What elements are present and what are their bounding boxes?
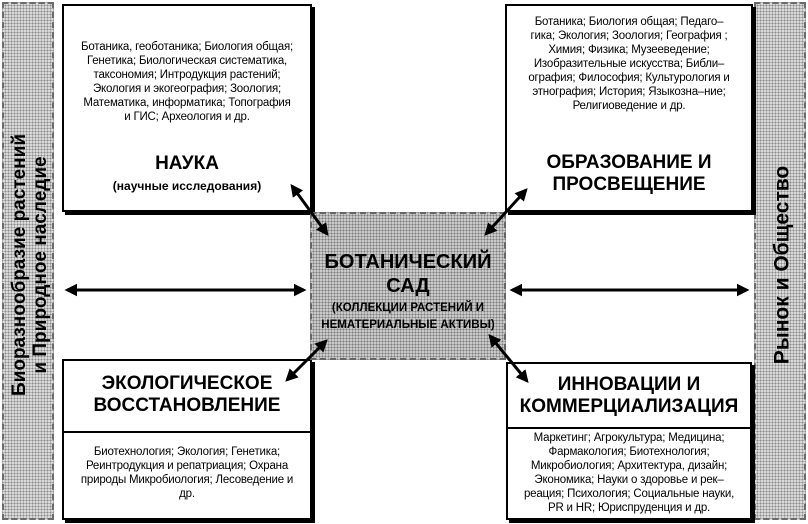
education-title: Образование и Просвещение: [507, 152, 751, 196]
ecology-topic-line: природы Микробиология; Лесоведение и: [80, 474, 294, 486]
market-society-band: Рынок и Общество: [754, 2, 806, 520]
ecology-title-line1: Экологическое: [101, 373, 273, 394]
biodiversity-heritage-band: Биоразнообразие растений и Природное нас…: [2, 2, 54, 520]
science-topic-line: Ботаника, геоботаника; Биология общая;: [81, 41, 293, 53]
innovation-title-line1: Инновации и: [557, 374, 701, 395]
science-title: Наука: [155, 153, 219, 174]
ecology-topics: Биотехнология; Экология; Генетика; Реинт…: [70, 445, 304, 501]
education-topic-line: Изобразительные искусства; Библи–: [533, 58, 725, 70]
innovation-center-arrow: [488, 334, 529, 383]
science-topic-line: Генетика; Биологическая систематика,: [86, 55, 288, 67]
innovation-topic-line: Маркетинг; Агрокультура; Медицина;: [533, 432, 725, 444]
ecology-divider: [64, 431, 310, 433]
education-center-arrow: [484, 188, 528, 236]
innovation-divider: [508, 427, 750, 429]
innovation-title-line2: Коммерциализация: [519, 396, 739, 417]
ecology-title: Экологическое восстановление: [64, 373, 310, 417]
botanical-garden-title: Ботанический сад: [312, 250, 504, 298]
center-subtitle-line2: нематериальные активы): [321, 319, 495, 331]
innovation-topic-line: реация; Психология; Социальные науки,: [523, 488, 735, 500]
ecology-center-arrow: [285, 339, 328, 382]
education-title-line1: Образование и: [546, 152, 712, 173]
ecology-topic-line: др.: [179, 488, 195, 500]
ecology-title-line2: восстановление: [93, 395, 281, 416]
science-box: Ботаника, геоботаника; Биология общая; Г…: [62, 4, 312, 212]
education-topic-line: ография; Философия; Культурология и: [528, 72, 730, 84]
ecological-restoration-box: Экологическое восстановление Биотехнолог…: [62, 359, 312, 520]
education-topic-line: Химия; Физика; Музееведение;: [548, 44, 710, 56]
education-topics: Ботаника; Биология общая; Педаго– гика; …: [511, 15, 747, 113]
innovation-topic-line: Экономика; Науки о здоровье и рек–: [534, 474, 724, 486]
innovation-title: Инновации и Коммерциализация: [508, 374, 750, 418]
innovation-topics: Маркетинг; Агрокультура; Медицина; Фарма…: [512, 431, 746, 515]
innovation-topic-line: PR и HR; Юриспруденция и др.: [547, 502, 711, 514]
science-topic-line: таксономия; Интродукция растений;: [93, 69, 281, 81]
innovation-box: Инновации и Коммерциализация Маркетинг; …: [506, 362, 752, 520]
education-topic-line: гика; Экология; Зоология; География ;: [530, 30, 728, 42]
science-topic-line: Экология и экогеография; Зоология;: [92, 83, 282, 95]
science-subtitle: (научные исследования): [112, 179, 262, 193]
ecology-topic-line: Биотехнология; Экология; Генетика;: [93, 446, 281, 458]
science-topic-line: Математика, информатика; Топография: [83, 97, 291, 109]
science-topics: Ботаника, геоботаника; Биология общая; Г…: [68, 40, 306, 124]
education-topic-line: этнография; История; Языкозна–ние;: [532, 86, 726, 98]
center-subtitle-line1: (Коллекции растений и: [331, 302, 485, 314]
education-title-line2: Просвещение: [552, 174, 706, 195]
science-topic-line: и ГИС; Археология и др.: [124, 111, 250, 123]
innovation-topic-line: Фармакология; Биотехнология;: [548, 446, 710, 458]
science-center-arrow: [290, 183, 329, 237]
education-box: Ботаника; Биология общая; Педаго– гика; …: [505, 4, 753, 212]
center-title-line1: Ботанический: [324, 251, 492, 273]
botanical-garden-center: Ботанический сад (Коллекции растений и н…: [310, 212, 506, 360]
center-title-line2: сад: [386, 275, 430, 297]
education-topic-line: Религиоведение и др.: [572, 100, 686, 112]
ecology-topic-line: Реинтродукция и репатриация; Охрана: [85, 460, 289, 472]
innovation-topic-line: Микробиология; Архитектура, дизайн;: [530, 460, 728, 472]
education-topic-line: Ботаника; Биология общая; Педаго–: [534, 16, 724, 28]
botanical-garden-subtitle: (Коллекции растений и нематериальные акт…: [312, 300, 504, 334]
